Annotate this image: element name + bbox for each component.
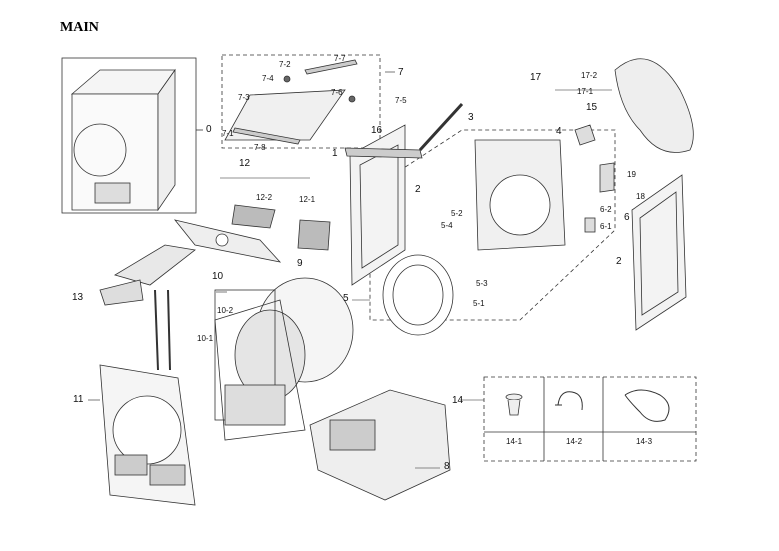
callout-5-3: 5-3: [476, 279, 488, 288]
part-19: [599, 162, 615, 193]
callout-0: 0: [206, 124, 212, 135]
callout-6: 6: [624, 212, 630, 223]
callout-6-1: 6-1: [600, 222, 612, 231]
dispenser-drawer: [99, 244, 196, 371]
callout-7-4: 7-4: [262, 74, 274, 83]
callout-9: 9: [297, 258, 303, 269]
callout-10-2: 10-2: [217, 306, 234, 315]
callout-17-1: 17-1: [577, 87, 594, 96]
callout-18: 18: [636, 192, 645, 201]
group-7-frame: [221, 54, 381, 149]
callout-2-right: 2: [616, 256, 622, 267]
callout-7-8: 7-8: [254, 143, 266, 152]
callout-12-2: 12-2: [256, 193, 273, 202]
left-side-panel: [344, 124, 423, 286]
base-assembly: [309, 389, 451, 501]
callout-12: 12: [239, 158, 251, 169]
callout-2-center: 2: [415, 184, 421, 195]
accessory-label-14-3: 14-3: [636, 437, 653, 446]
callout-7-2: 7-2: [279, 60, 291, 69]
part-15: [574, 124, 596, 146]
hose-guide-icon: [555, 391, 583, 411]
callout-7-1: 7-1: [222, 129, 234, 138]
callout-1: 1: [332, 148, 338, 159]
drain-hose-icon: [624, 389, 670, 422]
top-bracket: [418, 102, 464, 152]
callout-5-4: 5-4: [441, 221, 453, 230]
callout-17: 17: [530, 72, 542, 83]
callout-5-1: 5-1: [473, 299, 485, 308]
accessory-label-14-2: 14-2: [566, 437, 583, 446]
leader-lines: [88, 71, 612, 469]
front-frame: [214, 299, 306, 441]
callout-7-3: 7-3: [238, 93, 250, 102]
right-side-panel: [631, 174, 687, 331]
drain-cap-icon: [505, 393, 523, 416]
callout-13: 13: [72, 292, 84, 303]
group-14-frame: [483, 376, 697, 462]
callout-5: 5: [343, 293, 349, 304]
accessory-table: [484, 377, 696, 461]
callout-6-2: 6-2: [600, 205, 612, 214]
filter-duct: [614, 58, 694, 153]
callout-11: 11: [73, 394, 84, 405]
rear-assembly: [382, 139, 566, 336]
callout-7-6: 7-6: [331, 88, 343, 97]
callout-14: 14: [452, 395, 464, 406]
top-plate-assembly: [224, 59, 358, 145]
callout-10: 10: [212, 271, 224, 282]
callout-7-5: 7-5: [395, 96, 407, 105]
accessory-label-14-1: 14-1: [506, 437, 523, 446]
callout-4: 4: [556, 126, 562, 137]
callout-12-1: 12-1: [299, 195, 316, 204]
callout-7: 7: [398, 67, 404, 78]
callout-15: 15: [586, 102, 598, 113]
callout-8: 8: [444, 461, 450, 472]
page-title: MAIN: [60, 20, 99, 35]
reference-dryer-image: [61, 57, 203, 214]
callout-17-2: 17-2: [581, 71, 598, 80]
front-panel: [99, 364, 196, 506]
callout-19: 19: [627, 170, 636, 179]
callout-16: 16: [371, 125, 383, 136]
control-panel-assembly: [173, 204, 331, 263]
callout-5-2: 5-2: [451, 209, 463, 218]
callout-10-1: 10-1: [197, 334, 214, 343]
callout-3: 3: [468, 112, 474, 123]
part-6: [584, 217, 596, 233]
callout-7-7: 7-7: [334, 54, 346, 63]
